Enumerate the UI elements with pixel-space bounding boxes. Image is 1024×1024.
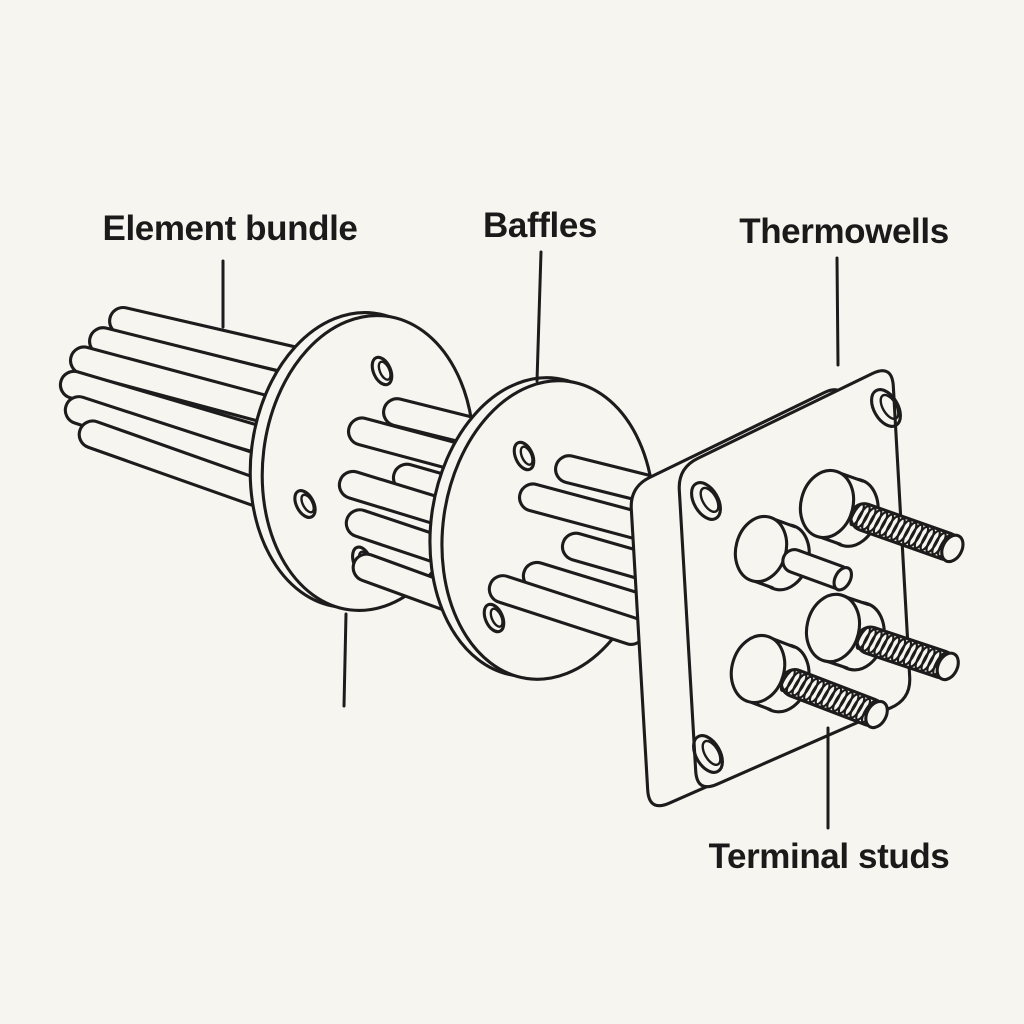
baffle-2-holes [482,440,536,634]
tubes-to-plate [487,454,662,646]
terminal-studs-group [729,468,965,730]
baffles-leader [535,250,543,383]
label-baffles: Baffles [483,206,597,245]
label-terminal-studs: Terminal studs [708,837,950,876]
plate-bolt-holes [690,388,902,774]
label-thermowells: Thermowells [739,212,949,251]
label-element-bundle: Element bundle [102,209,358,248]
thermowells-leader [835,256,840,367]
leader-lines [221,250,840,830]
baffle-bottom-leader [342,612,348,708]
